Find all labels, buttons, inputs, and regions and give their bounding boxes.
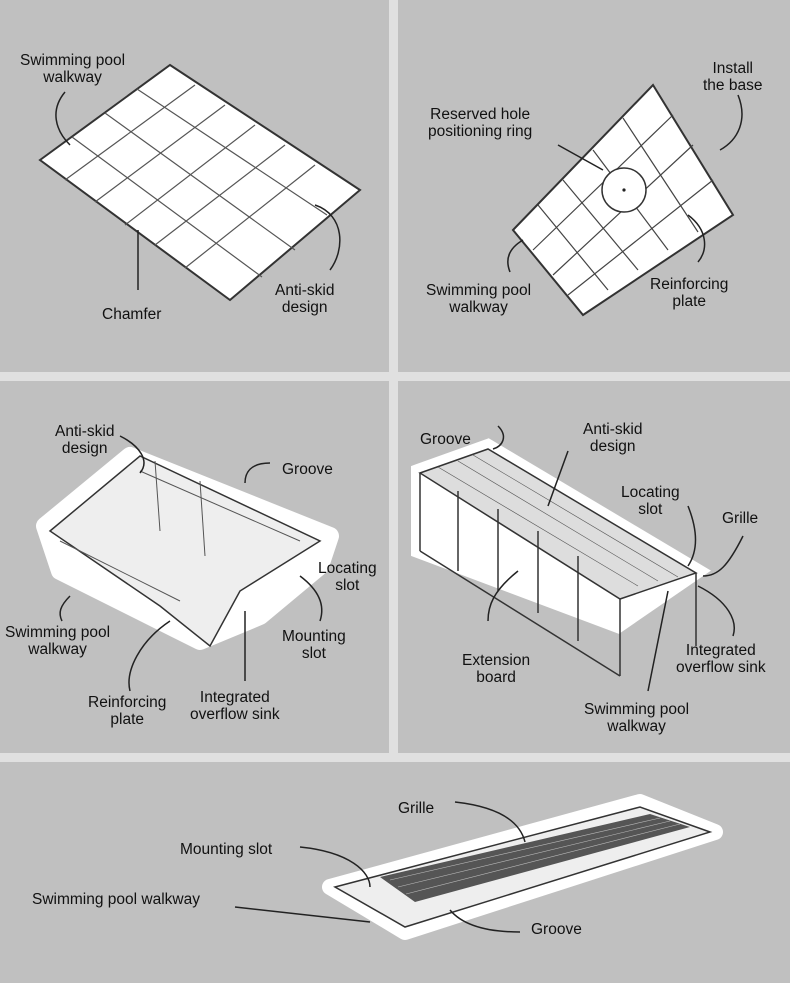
walkway-frame-illustration — [411, 425, 744, 692]
label-locating-slot: Locating slot — [621, 484, 680, 518]
label-mounting-slot: Mounting slot — [180, 841, 273, 858]
label-antiskid: Anti-skid design — [55, 423, 115, 457]
label-mounting-slot: Mounting slot — [282, 628, 346, 662]
label-groove: Groove — [531, 921, 582, 938]
label-reserved-hole: Reserved hole positioning ring — [428, 106, 533, 140]
label-groove: Groove — [420, 431, 471, 448]
panel-walkway-section: Anti-skid design Groove Locating slot Sw… — [0, 381, 389, 753]
label-sink: Integrated overflow sink — [676, 642, 766, 676]
label-install-base: Install the base — [703, 60, 763, 94]
label-locating-slot: Locating slot — [318, 560, 377, 594]
label-grille: Grille — [398, 800, 435, 817]
label-sink: Integrated overflow sink — [190, 689, 280, 723]
label-walkway: Swimming pool walkway — [20, 52, 126, 86]
label-reinforcing: Reinforcing plate — [88, 694, 167, 728]
label-reinforcing: Reinforcing plate — [650, 276, 729, 310]
label-walkway: Swimming pool walkway — [5, 624, 111, 658]
label-extension-board: Extension board — [462, 652, 531, 686]
label-chamfer: Chamfer — [102, 306, 162, 323]
label-walkway: Swimming pool walkway — [426, 282, 532, 316]
panel-walkway-frame: Groove Anti-skid design Locating slot Gr… — [398, 381, 790, 753]
label-grille: Grille — [722, 510, 759, 527]
walkway-grid-illustration — [38, 63, 362, 302]
label-groove: Groove — [282, 461, 333, 478]
label-antiskid: Anti-skid design — [275, 282, 335, 316]
label-walkway: Swimming pool walkway — [32, 891, 200, 908]
panel-walkway-top: Swimming pool walkway Chamfer Anti-skid … — [0, 0, 389, 372]
walkway-bottom-illustration — [507, 83, 743, 317]
walkway-grille-illustration — [234, 794, 723, 940]
walkway-section-illustration — [36, 435, 339, 692]
label-antiskid: Anti-skid design — [583, 421, 643, 455]
panel-walkway-grille: Grille Mounting slot Swimming pool walkw… — [0, 762, 790, 983]
panel-walkway-bottom: Install the base Reserved hole positioni… — [398, 0, 790, 372]
label-walkway: Swimming pool walkway — [584, 701, 690, 735]
